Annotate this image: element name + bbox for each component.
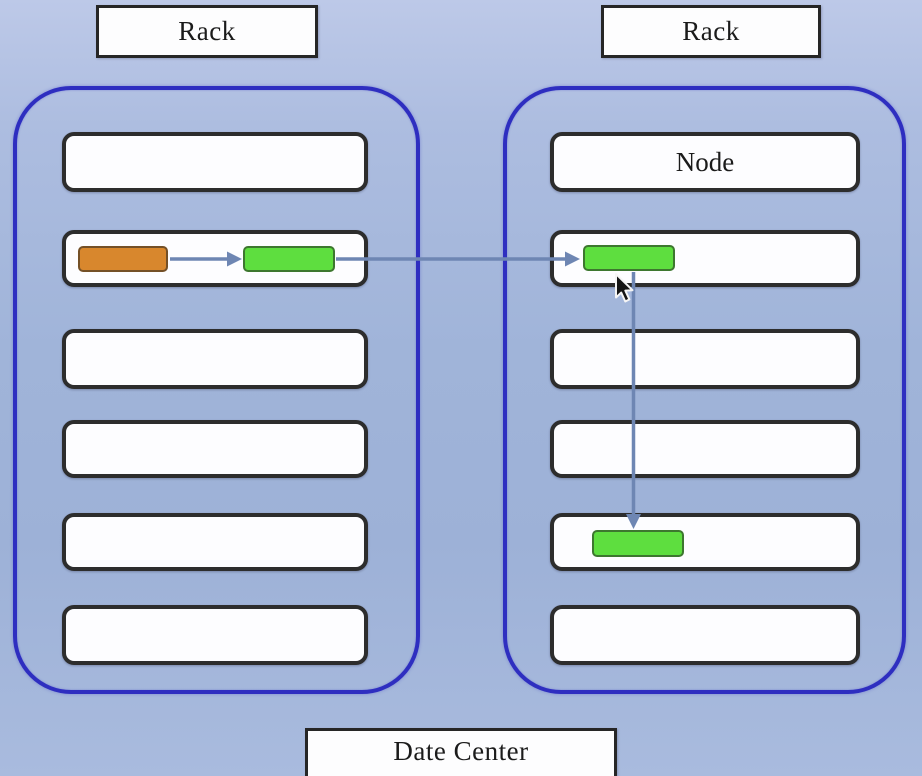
- rack-right-node-1: Node: [550, 132, 860, 192]
- rack-label-right-text: Rack: [682, 16, 740, 46]
- data-center-label-text: Date Center: [393, 735, 529, 766]
- rack-label-left-text: Rack: [178, 16, 236, 46]
- rack-left-node-5: [62, 513, 368, 571]
- rack-left-node-3: [62, 329, 368, 389]
- rack-left-node-4: [62, 420, 368, 478]
- rack-left-node-1: [62, 132, 368, 192]
- rack-right-node-5: [550, 513, 860, 571]
- data-block-replica-green-2: [583, 245, 675, 271]
- data-block-replica-green-3: [592, 530, 684, 557]
- rack-left-node-2: [62, 230, 368, 287]
- rack-right-node-2: [550, 230, 860, 287]
- rack-right: Node: [503, 86, 906, 694]
- rack-right-node-6: [550, 605, 860, 665]
- rack-left-node-6: [62, 605, 368, 665]
- rack-label-right: Rack: [601, 5, 821, 58]
- rack-left: [13, 86, 420, 694]
- data-block-replica-green-1: [243, 246, 335, 272]
- data-center-label: Date Center: [305, 728, 617, 776]
- rack-right-node-4: [550, 420, 860, 478]
- rack-label-left: Rack: [96, 5, 318, 58]
- rack-right-node-3: [550, 329, 860, 389]
- data-block-original-orange: [78, 246, 168, 272]
- node-label-text: Node: [675, 146, 735, 177]
